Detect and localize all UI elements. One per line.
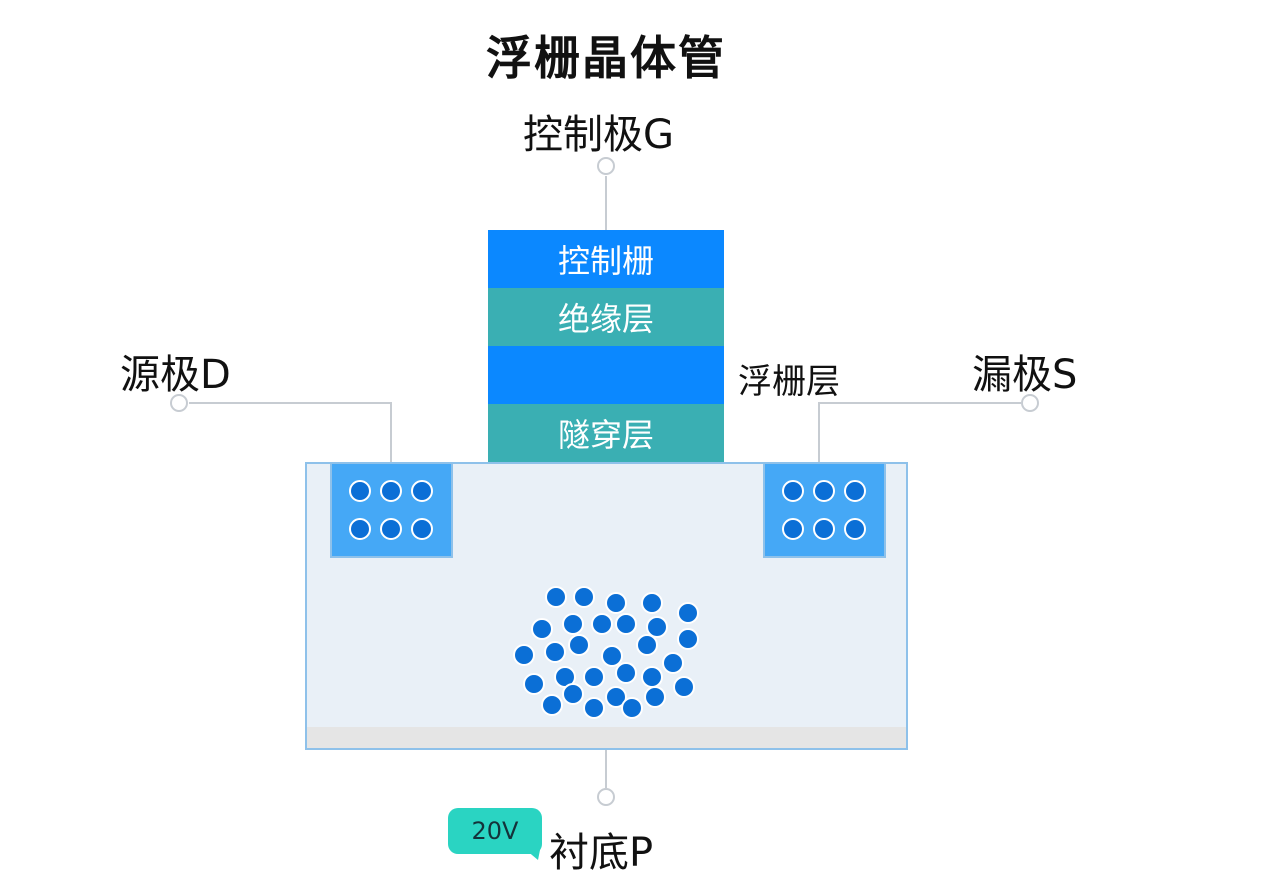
substrate-electron — [673, 676, 695, 698]
substrate-electron — [545, 586, 567, 608]
substrate-electron — [562, 683, 584, 705]
substrate-electron — [615, 613, 637, 635]
source-electron — [349, 518, 371, 540]
substrate-electron — [615, 662, 637, 684]
substrate-electron — [513, 644, 535, 666]
tunnel-layer: 隧穿层 — [488, 404, 724, 462]
substrate-electron — [541, 694, 563, 716]
floating-gate-layer — [488, 346, 724, 404]
source-electron — [380, 480, 402, 502]
substrate-electron — [662, 652, 684, 674]
substrate-electron — [677, 602, 699, 624]
substrate-electron — [641, 592, 663, 614]
substrate-electron — [605, 592, 627, 614]
drain-label: 漏极S — [972, 352, 1078, 398]
source-terminal-node — [170, 394, 188, 412]
source-electron — [380, 518, 402, 540]
drain-terminal-node — [1021, 394, 1039, 412]
source-well — [330, 462, 453, 558]
substrate-electron — [573, 586, 595, 608]
gate-terminal-node — [597, 157, 615, 175]
substrate-electron — [677, 628, 699, 650]
source-connector-line — [189, 402, 392, 462]
drain-electron — [782, 480, 804, 502]
substrate-electron — [523, 673, 545, 695]
substrate-electron — [544, 641, 566, 663]
diagram-title: 浮栅晶体管 — [486, 31, 726, 85]
insulator-layer: 绝缘层 — [488, 288, 724, 346]
drain-electron — [813, 480, 835, 502]
drain-electron — [782, 518, 804, 540]
source-label: 源极D — [120, 352, 231, 398]
substrate-electron — [583, 666, 605, 688]
control-gate-layer: 控制栅 — [488, 230, 724, 288]
substrate-electron — [605, 686, 627, 708]
substrate-electron — [601, 645, 623, 667]
voltage-bubble: 20V — [448, 808, 542, 854]
substrate-electron — [568, 634, 590, 656]
drain-electron — [813, 518, 835, 540]
substrate-electron — [621, 697, 643, 719]
substrate-label: 衬底P — [549, 830, 654, 876]
drain-connector-line — [818, 402, 1021, 462]
drain-electron — [844, 518, 866, 540]
drain-well — [763, 462, 886, 558]
floating-gate-label: 浮栅层 — [738, 362, 840, 402]
substrate-electron — [646, 616, 668, 638]
substrate-electron — [591, 613, 613, 635]
drain-electron — [844, 480, 866, 502]
substrate-electron — [583, 697, 605, 719]
source-electron — [349, 480, 371, 502]
source-electron — [411, 518, 433, 540]
source-electron — [411, 480, 433, 502]
substrate-base-strip — [307, 727, 906, 748]
substrate-terminal-node — [597, 788, 615, 806]
control-gate-label: 控制极G — [523, 112, 674, 158]
substrate-electron — [531, 618, 553, 640]
substrate-electron — [644, 686, 666, 708]
substrate-electron — [562, 613, 584, 635]
substrate-electron — [636, 634, 658, 656]
